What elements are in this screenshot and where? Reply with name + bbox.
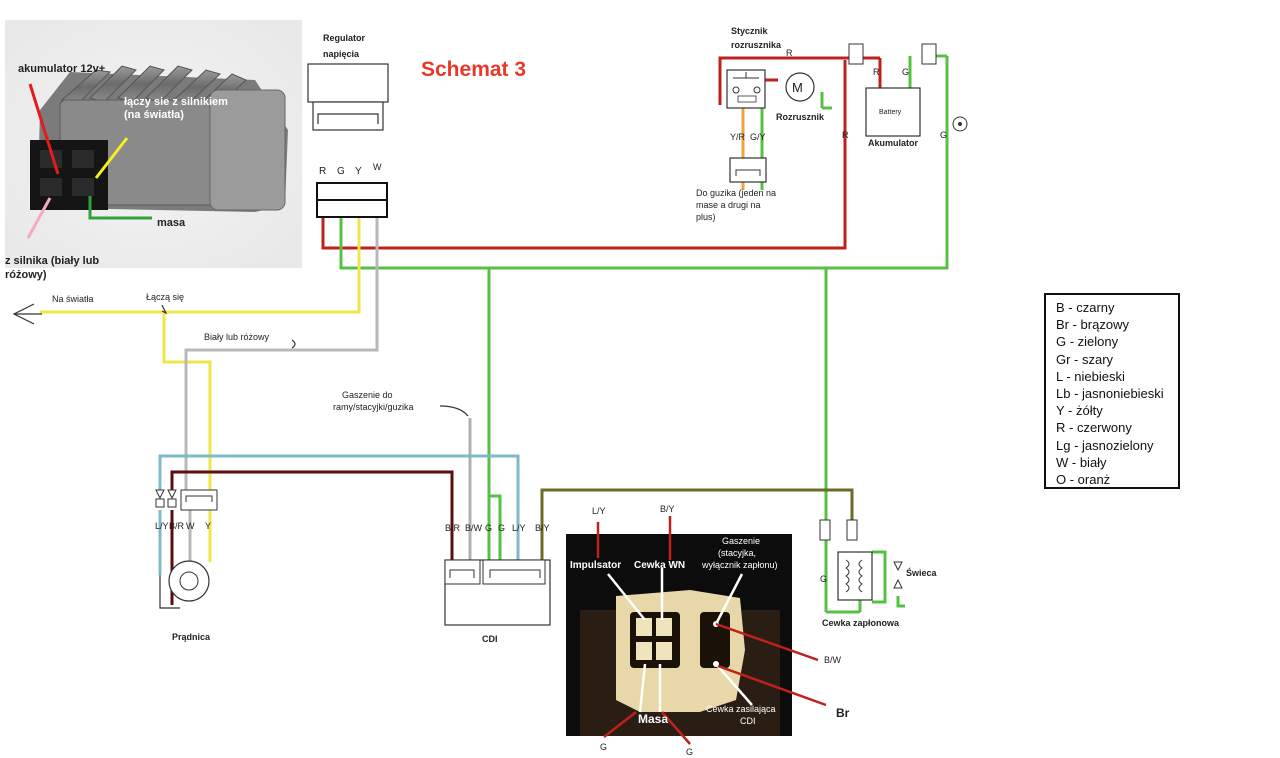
cdi-photo-kill-3: wyłącznik zapłonu) [701, 560, 778, 570]
generator [155, 489, 218, 609]
cdi-pin-ly: L/Y [512, 523, 526, 533]
lights-label: łączy sie z silnikiem(na światła) [124, 96, 228, 121]
cdi-connector-photo [566, 516, 827, 745]
battery-pin-r: R [873, 67, 880, 77]
cdi-pin-g1: G [485, 523, 492, 533]
cdi-photo-kill-2: (stacyjka, [718, 548, 756, 558]
ignition-coil [819, 519, 903, 601]
color-legend: B - czarny Br - brązowy G - zielony Gr -… [1044, 293, 1180, 489]
legend-item: Lb - jasnoniebieski [1056, 386, 1164, 402]
legend-item: W - biały [1056, 454, 1107, 470]
wire-green-coil-side [872, 550, 887, 604]
cdi-pin-by: B/Y [535, 523, 550, 533]
cdi-photo-kill-1: Gaszenie [722, 536, 760, 546]
ground-pointer [88, 196, 152, 220]
wire-green-main [339, 56, 949, 270]
legend-item: G - zielony [1056, 334, 1119, 350]
cdi-photo-impulsator: Impulsator [570, 560, 621, 571]
legend-item: Gr - szary [1056, 351, 1114, 367]
cdi-box [444, 559, 551, 626]
ground-label: masa [157, 217, 186, 229]
wire-blue [158, 454, 520, 560]
cdi-photo-g1: G [600, 742, 607, 752]
note-join: Łączą się [146, 292, 184, 302]
gen-pin-y: Y [205, 521, 211, 531]
wire-by [540, 488, 854, 560]
cdi-photo-supply-1: Cewka zasilająca [706, 704, 776, 714]
wire-red-main [321, 60, 847, 250]
white-pink-arrow [291, 339, 296, 349]
kill-arrow [439, 405, 469, 417]
diagram-title: Schemat 3 [421, 58, 527, 81]
cdi-photo-pin-by: B/Y [660, 504, 675, 514]
coil-g: G [820, 574, 827, 584]
relay-pin-gy: G/Y [750, 132, 766, 142]
join-arrow [161, 304, 168, 315]
lights-label-text: łączy sie z silnikiem(na światła) [124, 96, 228, 121]
lights-pointer [94, 137, 129, 179]
legend-item: L - niebieski [1056, 368, 1125, 384]
engine-pointer [26, 197, 52, 239]
starter-relay [726, 69, 767, 183]
wire-green-plug [896, 596, 905, 608]
legend-item: Y - żółty [1056, 403, 1103, 419]
relay-pin-yr: Y/R [730, 132, 746, 142]
cdi-pin-bw: B/W [465, 523, 483, 533]
legend-item: O - oranż [1056, 472, 1111, 488]
starter-motor: M [785, 72, 815, 102]
battery-label: Akumulator [868, 138, 919, 148]
reg-pin-w: W [373, 162, 382, 172]
generator-label: Prądnica [172, 632, 211, 642]
cdi-photo-ground: Masa [638, 712, 668, 726]
lights-arrow [12, 303, 42, 325]
wire-red-relay [718, 56, 858, 70]
legend-item: Br - brązowy [1056, 317, 1129, 333]
starter-label: Rozrusznik [776, 112, 825, 122]
reg-pin-r: R [319, 166, 326, 177]
cdi-photo-coil-hv: Cewka WN [634, 560, 685, 571]
battery [848, 43, 968, 137]
legend-item: B - czarny [1056, 300, 1115, 315]
cdi-photo-br: Br [836, 706, 850, 720]
relay-wire-r: R [786, 48, 793, 58]
note-white-pink: Biały lub różowy [204, 332, 270, 342]
legend-item: R - czerwony [1056, 420, 1132, 436]
cdi-pin-g2: G [498, 523, 505, 533]
legend-item: Lg - jasnozielony [1056, 437, 1154, 453]
gen-pin-ly: L/Y [155, 521, 169, 531]
note-kill-2: ramy/stacyjki/guzika [333, 402, 414, 412]
wire-yellow-lights [40, 182, 361, 314]
note-lights: Na światła [52, 294, 94, 304]
cdi-photo-g2: G [686, 747, 693, 757]
wire-brown [170, 470, 454, 560]
battery-pointer [28, 83, 60, 175]
cdi-photo-supply-2: CDI [740, 716, 756, 726]
cdi-photo-pin-ly: L/Y [592, 506, 606, 516]
regulator-photo [5, 20, 302, 268]
regulator-box [307, 63, 389, 218]
coil-plug: Świeca [906, 567, 938, 578]
battery-pin-g: G [902, 67, 909, 77]
wire-green-cdi-2 [489, 494, 502, 560]
wire-white [184, 182, 379, 492]
cdi-photo-bw: B/W [824, 655, 842, 665]
battery-side-r: R [842, 130, 849, 140]
cdi-label: CDI [482, 634, 498, 644]
coil-label: Cewka zapłonowa [822, 618, 900, 628]
cdi-pin-br: B/R [445, 523, 461, 533]
note-kill-1: Gaszenie do [342, 390, 393, 400]
battery-side-g: G [940, 130, 947, 140]
battery-label: akumulator 12v+ [18, 63, 105, 75]
reg-pin-g: G [337, 166, 345, 177]
battery-inner: Battery [879, 109, 902, 116]
gen-pin-br: B/R [169, 521, 185, 531]
gen-pin-w: W [186, 521, 195, 531]
svg-text:M: M [792, 80, 803, 95]
reg-pin-y: Y [355, 166, 362, 177]
